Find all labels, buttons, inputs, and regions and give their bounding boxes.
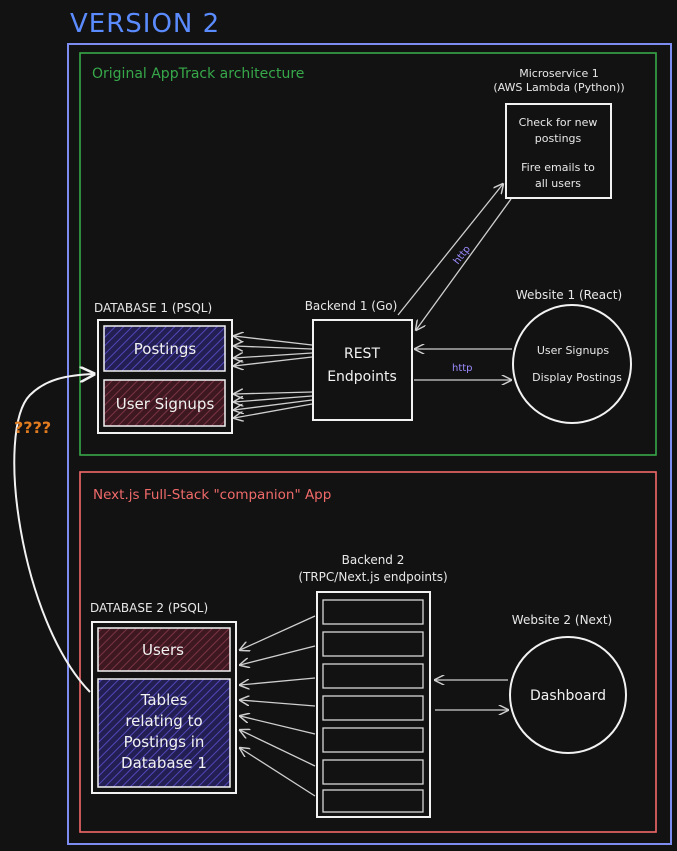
group1-label: Original AppTrack architecture [92,66,304,82]
table-postings-relations-line-2: relating to [125,712,202,730]
table-postings-relations [97,678,231,788]
table-user-signups [103,379,226,427]
backend2-endpoint-slots [322,599,424,813]
microservice-heading: Microservice 1 [519,67,599,80]
microservice-line-3: Fire emails to [521,161,595,174]
backend2-heading: Backend 2 [342,553,405,567]
group2-label: Next.js Full-Stack "companion" App [93,487,331,503]
backend2-to-database2-arrows [240,615,316,797]
microservice-subheading: (AWS Lambda (Python)) [493,81,624,94]
table-users-label: Users [142,641,184,659]
database2-heading: DATABASE 2 (PSQL) [90,601,208,615]
microservice-line-4: all users [535,177,581,190]
backend1-to-database1-arrows [234,336,313,418]
website1-heading: Website 1 (React) [516,288,622,302]
website2-circle [509,636,627,754]
microservice-box [505,103,612,199]
website2-label: Dashboard [530,688,606,704]
backend1-line-2: Endpoints [327,369,397,385]
group2-frame [79,471,657,833]
group1-frame [79,52,657,456]
table-postings-relations-line-1: Tables [140,691,188,709]
table-postings-relations-line-4: Database 1 [121,754,207,772]
database1-box [97,319,233,434]
backend1-heading: Backend 1 (Go) [305,299,398,313]
table-postings [103,325,226,372]
website1-circle [512,304,632,424]
microservice-line-2: postings [535,132,582,145]
http-label-2: http [452,363,473,374]
database2-box [91,621,237,794]
backend1-to-microservice-arrow [397,184,503,316]
table-users [97,627,231,672]
website2-heading: Website 2 (Next) [512,613,612,627]
backend2-subheading: (TRPC/Next.js endpoints) [298,570,447,584]
microservice-line-1: Check for new [519,116,598,129]
database1-heading: DATABASE 1 (PSQL) [94,301,212,315]
table-user-signups-label: User Signups [116,395,215,413]
database2-to-database1-curved-arrow [13,374,94,693]
backend1-line-1: REST [344,346,380,362]
table-postings-relations-line-3: Postings in [124,733,205,751]
question-label: ???? [14,418,51,437]
outer-frame [67,43,672,845]
microservice-to-backend1-arrow [416,198,512,330]
page-title: VERSION 2 [70,9,220,39]
table-postings-label: Postings [134,340,197,358]
website1-line-1: User Signups [537,344,610,357]
backend2-box [316,591,431,818]
website1-line-2: Display Postings [532,371,622,384]
backend1-box [312,319,413,421]
